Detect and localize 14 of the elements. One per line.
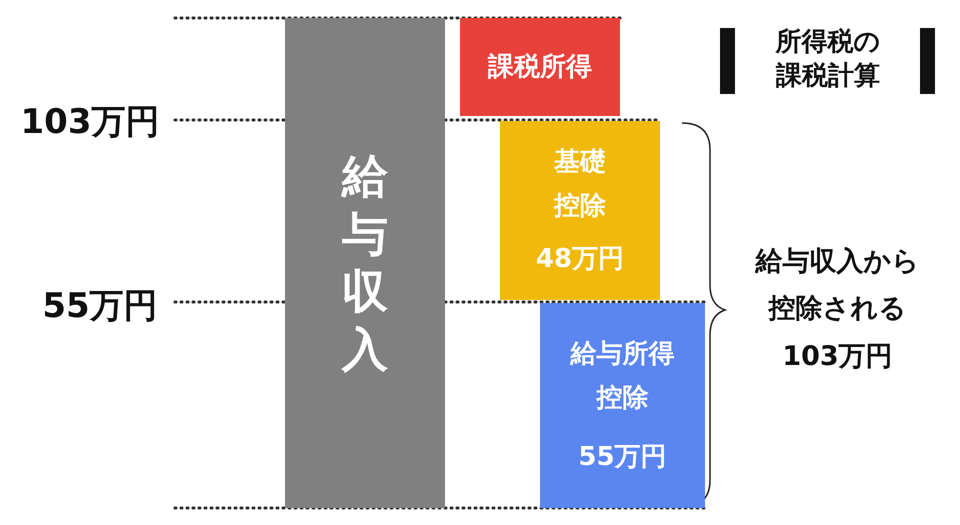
- amount-label: 55万円: [577, 440, 668, 474]
- axis-value-label: 103万円: [20, 101, 160, 144]
- employment-deduction-box: [540, 303, 705, 508]
- box-label: 基礎控除: [552, 146, 607, 224]
- box-label: 給与所得控除: [568, 338, 676, 416]
- amount-label: 48万円: [534, 242, 626, 276]
- brace-annotation: 給与収入から控除される103万円: [754, 245, 920, 374]
- title: 所得税の課税計算: [774, 26, 882, 93]
- box-label: 課税所得: [486, 50, 593, 84]
- bar-label: 給与収入: [340, 148, 389, 378]
- basic-deduction-box: [500, 121, 660, 300]
- income-bar: [285, 18, 445, 508]
- taxable-income-box: [460, 18, 620, 116]
- axis-value-label: 55万円: [41, 285, 159, 328]
